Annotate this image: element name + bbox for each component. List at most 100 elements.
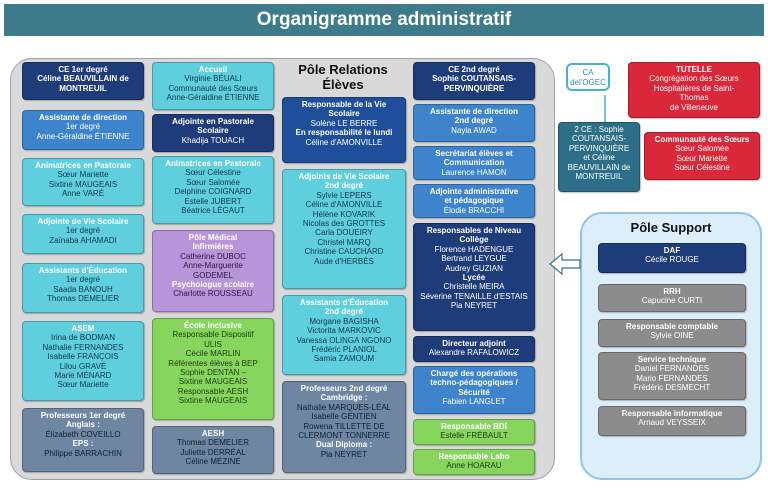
box-line: Sœur Mariette: [676, 153, 728, 163]
box-line: Cécile MARLIN: [185, 349, 241, 359]
box-line: Référentes élèves à BEP: [168, 358, 258, 368]
box-title: Animatrices en Pastorale: [165, 159, 261, 168]
box-line: Zaïnaba AHAMADI: [49, 235, 117, 245]
box-line: Florence HADENGUE: [434, 244, 514, 254]
box-line: Communauté des Sœurs: [168, 83, 258, 93]
box-line: COUTANSAIS-: [571, 134, 627, 144]
box-line: Christelle MEIRA: [443, 282, 505, 292]
box-line: Responsable Dispositif: [172, 330, 254, 340]
box-title: Professeurs 2nd degré: [300, 384, 388, 393]
box-line: Thomas DEMELIER: [46, 294, 120, 304]
box-title: Chargé des opérations: [430, 369, 518, 378]
box-title: Directeur adjoint: [442, 339, 506, 348]
box-line: Béatrice LÉGAUT: [181, 206, 245, 216]
box-line: Sœur Salomée: [186, 177, 240, 187]
box-line: Anne HOARAU: [446, 461, 502, 471]
box-title: Responsable comptable: [625, 322, 719, 331]
box-line: Céline d'AMONVILLE: [305, 137, 383, 147]
box-line: Victorita MARKOVIC: [307, 326, 381, 336]
box-title: Assistante de direction: [429, 107, 519, 116]
box-line: Khadija TOUACH: [181, 135, 245, 145]
box-line: 1er degré: [65, 275, 101, 285]
box-line: Catherine DUBOC: [180, 251, 246, 261]
box-line: Christel MARQ: [317, 237, 371, 247]
box-title: École inclusive: [184, 321, 242, 330]
box-title: ASEM: [71, 324, 95, 333]
box-line: Alexandre RAFALOWICZ: [428, 348, 520, 358]
box-title: Responsables de Niveau: [426, 226, 522, 235]
box-line: Sylvie LEPERS: [316, 190, 372, 200]
box-line: Anne-Géraldine ÉTIENNE: [36, 131, 130, 141]
box-line: 2 CE : Sophie: [574, 125, 624, 134]
ca-ogec-box: CA del'OGEC: [566, 63, 610, 91]
box-subtitle: Dual Diploma :: [315, 440, 372, 450]
box-line: Sœur Mariette: [57, 380, 109, 390]
box-title: et pédagogique: [444, 196, 504, 206]
box-line: Sixtine MAUGEAIS: [178, 396, 248, 406]
box-title: Communauté des Sœurs: [654, 135, 750, 144]
box-line: Lilou GRAVÉ: [59, 361, 107, 371]
box-title: RRH: [663, 287, 681, 296]
box-line: Audrey GUZIAN: [445, 263, 503, 273]
box-line: Anne-Marguerite: [183, 261, 243, 271]
page-title: Organigramme administratif: [4, 4, 764, 36]
box-title: Communication: [443, 158, 505, 168]
box-line: GODEMEL: [192, 270, 233, 280]
box-title: 2nd degré: [454, 116, 494, 126]
box-title: Accueil: [198, 65, 228, 74]
box-title: Adjointe administrative: [429, 187, 519, 196]
box-subtitle: Psychologue scolaire: [171, 280, 255, 290]
box-line: Nathalie MARQUES-LÉAL: [296, 402, 392, 412]
box-subtitle: En responsabilité le lundi: [295, 128, 393, 138]
box-line: Sœur Salomée: [675, 144, 729, 154]
box-line: Nicolas des GROTTES: [302, 219, 386, 229]
box-line: 1er degré: [65, 226, 101, 236]
box-title: Animatrices en Pastorale: [35, 161, 131, 170]
box-line: Estelle JUBERT: [184, 196, 242, 206]
box-line: Responsable AESH: [177, 386, 249, 396]
box-title: Responsable BDI: [441, 422, 507, 431]
box-line: PERVINQUIÈRE: [568, 143, 630, 153]
box-line: Thomas: [679, 93, 709, 103]
box-line: Fabien LANGLET: [442, 397, 506, 407]
box-line: Marie MÉNARD: [54, 371, 112, 381]
box-line: Daniel FERNANDES: [634, 364, 710, 374]
box-line: Morgane BAGISHA: [309, 316, 379, 326]
box-title: MONTREUIL: [59, 83, 107, 93]
box-line: Delphine COIGNARD: [174, 187, 252, 197]
box-title: Adjointe de Vie Scolaire: [37, 217, 129, 226]
box-line: Céline d'AMONVILLE: [305, 200, 383, 210]
box-line: Irina de BODMAN: [50, 333, 116, 343]
box-title: Responsable de la Vie: [301, 100, 387, 109]
box-title: Responsable Labo: [438, 452, 510, 461]
box-line: Isabelle GENTIEN: [311, 412, 377, 422]
box-line: Nathalie FERNANDES: [42, 342, 124, 352]
box-line: Anne VARÉ: [61, 189, 105, 199]
box-line: Frédéric DESMECHT: [633, 383, 711, 393]
box-title: TUTELLE: [676, 65, 712, 74]
box-line: Vanessa OLINGA NGONO: [296, 335, 392, 345]
box-line: Hospitalières de Saint-: [653, 83, 735, 93]
box-line: Élodie BRACCHI: [443, 205, 505, 215]
box-line: Élizabeth COVEILLO: [45, 429, 121, 439]
box-line: Virginie BÉUALI: [184, 74, 242, 84]
box-title: Pôle Médical: [188, 233, 238, 242]
